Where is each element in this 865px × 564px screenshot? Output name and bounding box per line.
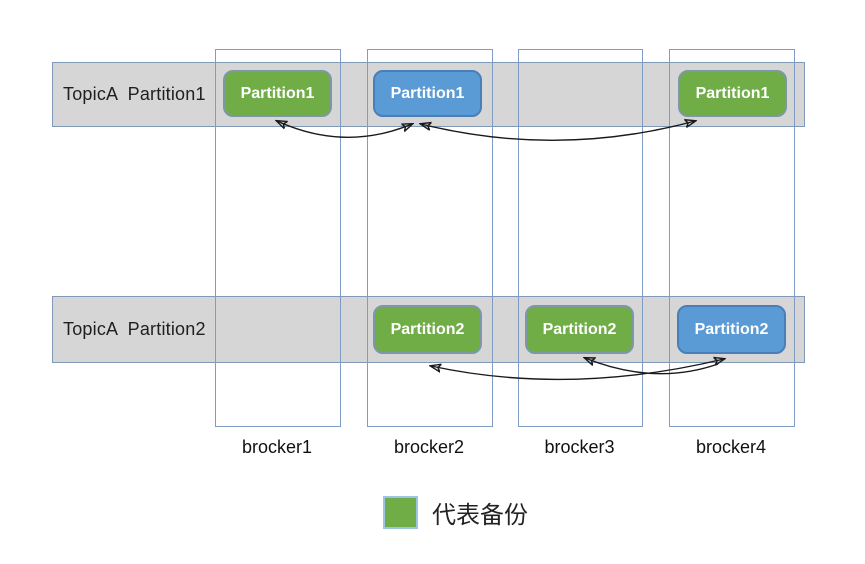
partition-box-leader: Partition1 <box>373 70 482 117</box>
partition-box-replica: Partition2 <box>525 305 634 354</box>
topic-band-label: TopicA Partition2 <box>63 319 206 339</box>
broker-column-brocker1 <box>215 49 341 427</box>
broker-label-brocker2: brocker2 <box>393 437 465 457</box>
broker-column-brocker2 <box>367 49 493 427</box>
broker-label-brocker1: brocker1 <box>241 437 313 457</box>
topic-band-label: TopicA Partition1 <box>63 84 206 104</box>
broker-column-brocker4 <box>669 49 795 427</box>
legend-green-swatch <box>383 496 418 529</box>
legend: 代表备份 <box>383 495 528 530</box>
broker-label-brocker4: brocker4 <box>695 437 767 457</box>
partition-box-leader: Partition2 <box>677 305 786 354</box>
partition-box-replica: Partition1 <box>223 70 332 117</box>
broker-label-brocker3: brocker3 <box>544 437 615 457</box>
partition-box-replica: Partition1 <box>678 70 787 117</box>
partition-box-replica: Partition2 <box>373 305 482 354</box>
legend-label: 代表备份 <box>432 503 528 529</box>
broker-column-brocker3 <box>518 49 643 427</box>
